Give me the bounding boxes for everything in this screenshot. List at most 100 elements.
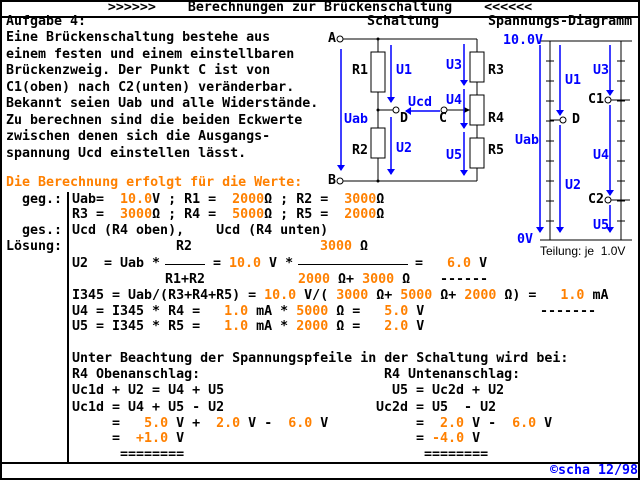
- formula-text: Uc1d + U2 = U4 + U5: [72, 383, 225, 398]
- label-r2: R2: [352, 143, 369, 158]
- task-heading: Aufgabe 4:: [6, 14, 87, 29]
- formula-text: V: [408, 304, 425, 319]
- formula-text: Unter Beachtung der Spannungspfeile in d…: [72, 351, 569, 366]
- formula-text: Ω) =: [496, 288, 561, 303]
- calc-line: -------: [540, 304, 596, 320]
- diagram-label-c2: C2: [588, 192, 605, 207]
- task-line: Brückenzweig. Der Punkt C ist von: [6, 63, 271, 78]
- value-text: 5000: [296, 304, 329, 319]
- value-text: 5000: [232, 207, 265, 222]
- formula-text: =: [376, 416, 441, 431]
- value-text: 2000: [464, 288, 497, 303]
- diagram-label-c1: C1: [588, 92, 605, 107]
- value-text: 5000: [400, 288, 433, 303]
- formula-text: V *: [261, 256, 294, 271]
- calc-line: U4 = I345 * R4 = 1.0 mA * 5000 Ω = 5.0 V: [72, 304, 424, 320]
- value-text: 5.0: [384, 304, 409, 319]
- diagram-title: Spannungs-Diagramm: [488, 14, 633, 29]
- formula-text: Ω: [376, 192, 385, 207]
- calc-line: = 5.0 V + 2.0 V - 6.0 V: [72, 416, 328, 432]
- task-line: zwischen denen sich die Ausgangs-: [6, 129, 271, 144]
- diagram-point-d: [559, 116, 567, 124]
- calc-line: U5 = Uc2d + U2: [392, 383, 504, 399]
- label-u3: U3: [446, 58, 463, 73]
- value-text: 3000: [320, 239, 353, 254]
- calc-line: Uc1d = U4 + U5 - U2: [72, 400, 224, 416]
- formula-text: I345 = Uab/(R3+R4+R5) =: [72, 288, 265, 303]
- formula-text: ------: [440, 272, 489, 287]
- task-line: Eine Brückenschaltung bestehe aus: [6, 30, 271, 45]
- formula-text: -------: [540, 304, 597, 319]
- calc-line: R4 Untenanschlag:: [384, 367, 520, 383]
- terminal-d: [392, 106, 400, 114]
- value-text: 1.0: [224, 304, 249, 319]
- value-text: 1.0: [224, 319, 249, 334]
- formula-text: V: [536, 416, 553, 431]
- value-text: 5.0: [144, 416, 169, 431]
- calc-line: 2000 Ω+ 3000 Ω: [298, 272, 410, 288]
- calc-line: Unter Beachtung der Spannungspfeile in d…: [72, 351, 568, 367]
- formula-text: =: [72, 416, 145, 431]
- formula-text: R3 =: [72, 207, 121, 222]
- formula-text: Ω ; R2 =: [264, 192, 345, 207]
- label-r4: R4: [488, 111, 505, 126]
- formula-text: U5 = Uc2d + U2: [392, 383, 505, 398]
- formula-text: Ω: [376, 207, 385, 222]
- formula-text: =: [72, 431, 137, 446]
- formula-text: R4 Obenanschlag:: [72, 367, 201, 382]
- formula-text: ========: [376, 447, 489, 462]
- diagram-label-u3: U3: [593, 63, 610, 78]
- value-text: -4.0: [432, 431, 465, 446]
- formula-text: Ucd (R4 oben), Ucd (R4 unten): [72, 223, 329, 238]
- formula-text: mA *: [248, 304, 297, 319]
- calc-line: Uc1d + U2 = U4 + U5: [72, 383, 224, 399]
- formula-text: V/(: [296, 288, 337, 303]
- resistor-r3: [469, 51, 485, 83]
- value-text: 2000: [232, 192, 265, 207]
- calc-line: Uc2d = U5 - U2: [376, 400, 496, 416]
- value-text: 10.0: [229, 256, 262, 271]
- formula-text: Uc2d = U5 - U2: [376, 400, 497, 415]
- label-geg: geg.:: [22, 192, 63, 207]
- formula-text: U5 = I345 * R5 =: [72, 319, 225, 334]
- task-line: spannung Ucd einstellen lässt.: [6, 145, 247, 161]
- label-d: D: [400, 111, 409, 126]
- calc-line: 3000 Ω: [320, 239, 368, 255]
- calc-line: R3 = 3000Ω ; R4 = 5000Ω ; R5 = 2000Ω: [72, 207, 384, 223]
- value-text: 2000: [344, 207, 377, 222]
- label-ucd: Ucd: [408, 95, 433, 110]
- value-text: +1.0: [136, 431, 169, 446]
- formula-text: R2: [176, 239, 193, 254]
- fraction-line-1: [165, 264, 205, 265]
- label-u5: U5: [446, 148, 463, 163]
- header-title: >>>>>> Berechnungen zur Brückenschaltung…: [107, 0, 533, 15]
- diagram-label-uab: Uab: [515, 133, 540, 148]
- value-text: 3000: [336, 288, 369, 303]
- footer-credit: ©scha 12/98: [550, 463, 639, 478]
- value-text: 6.0: [512, 416, 537, 431]
- task-line: Zu berechnen sind die beiden Eckwerte: [6, 112, 303, 128]
- formula-text: Ω+: [330, 272, 363, 287]
- calc-line: = 2.0 V - 6.0 V: [376, 416, 552, 432]
- terminal-b: [336, 177, 344, 185]
- circuit-title: Schaltung: [367, 14, 440, 29]
- calc-line: = -4.0 V: [376, 431, 480, 447]
- formula-text: =: [213, 256, 230, 271]
- value-text: 3000: [362, 272, 395, 287]
- label-r5: R5: [488, 143, 505, 158]
- formula-text: Ω+: [432, 288, 465, 303]
- fraction-line-2: [298, 264, 408, 265]
- formula-text: U2 = Uab *: [72, 256, 161, 271]
- diagram-label-u5: U5: [593, 218, 610, 233]
- value-text: 2.0: [216, 416, 241, 431]
- formula-text: =: [376, 431, 433, 446]
- value-text: 3000: [344, 192, 377, 207]
- formula-text: V: [408, 319, 425, 334]
- diagram-label-u1: U1: [565, 73, 582, 88]
- diagram-arrows: [536, 45, 614, 233]
- diagram-label-d: D: [572, 112, 581, 127]
- formula-text: R1+R2: [165, 272, 206, 287]
